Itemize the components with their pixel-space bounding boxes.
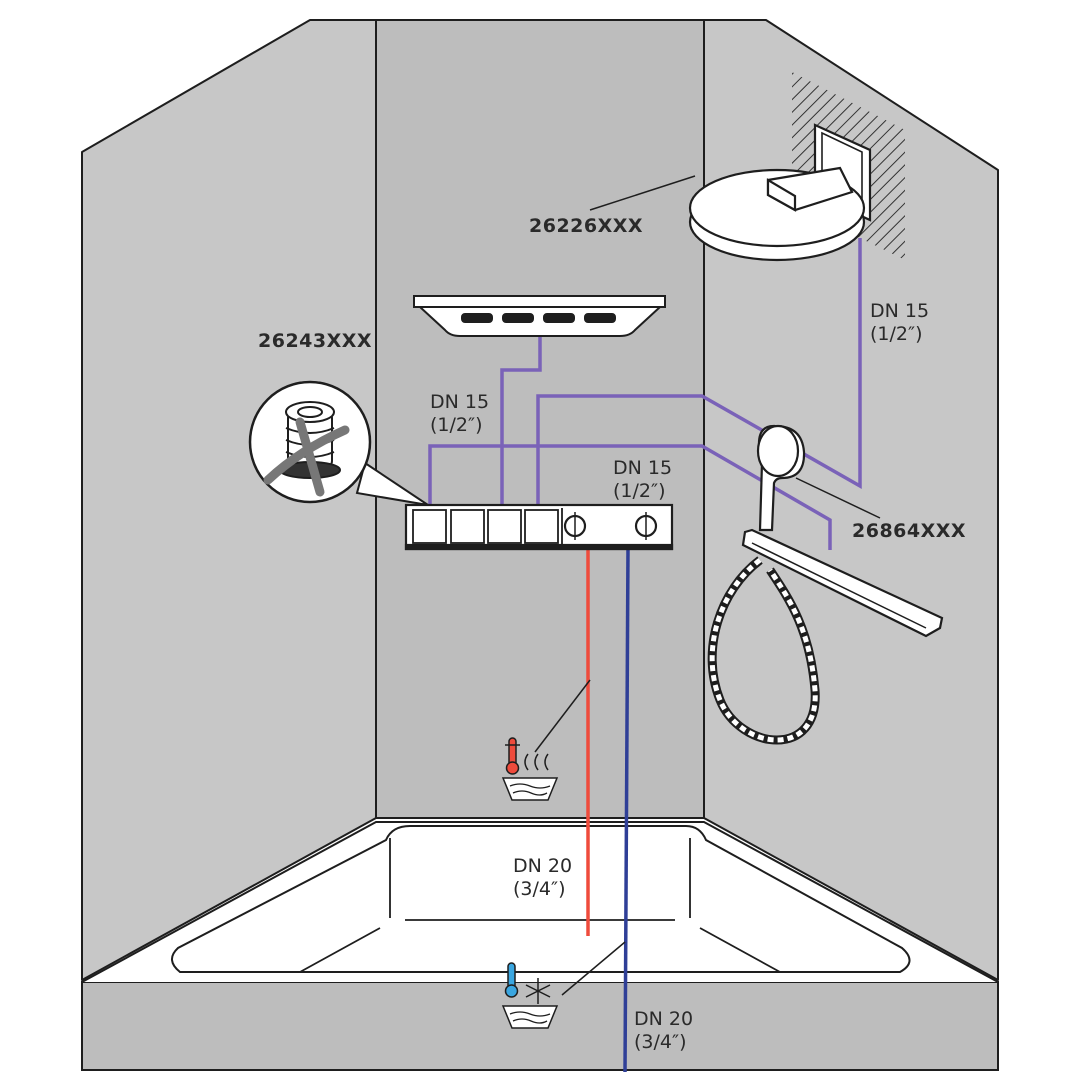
label-overhead-inch: (1/2″) <box>870 323 923 345</box>
pipe-side-shower <box>500 330 542 505</box>
no-sealant-detail-icon <box>248 380 429 506</box>
label-hand-inch: (1/2″) <box>613 480 666 502</box>
left-wall <box>81 19 377 981</box>
overhead-shower <box>688 123 872 262</box>
leader-hand <box>795 477 881 519</box>
side-shower <box>413 295 666 337</box>
leader-overhead <box>589 175 696 211</box>
hand-shower <box>707 424 944 745</box>
label-side-shower: 26243XXX <box>258 330 372 352</box>
pipe-hand-shower <box>428 444 832 550</box>
cold-water-icon <box>501 962 559 1029</box>
leader-cold <box>561 941 626 996</box>
label-overhead-dn: DN 15 <box>870 300 929 322</box>
hot-water-icon <box>501 737 559 801</box>
label-hand-shower: 26864XXX <box>852 520 966 542</box>
shower-rail <box>741 528 944 638</box>
label-hand-dn: DN 15 <box>613 457 672 479</box>
pipe-cold-supply <box>623 547 630 1073</box>
center-wall <box>375 19 705 819</box>
shower-supply-pipes <box>428 238 862 550</box>
bathtub <box>81 821 999 983</box>
pipe-overhead-shower <box>536 238 862 505</box>
thermostat-control <box>404 503 674 551</box>
label-side-inch: (1/2″) <box>430 414 483 436</box>
label-hot-inch: (3/4″) <box>513 878 566 900</box>
label-hot-dn: DN 20 <box>513 855 572 877</box>
label-overhead-shower: 26226XXX <box>529 215 643 237</box>
label-cold-inch: (3/4″) <box>634 1031 687 1053</box>
leader-hot <box>534 679 591 753</box>
label-side-dn: DN 15 <box>430 391 489 413</box>
label-cold-dn: DN 20 <box>634 1008 693 1030</box>
bathtub-inner <box>171 825 911 973</box>
